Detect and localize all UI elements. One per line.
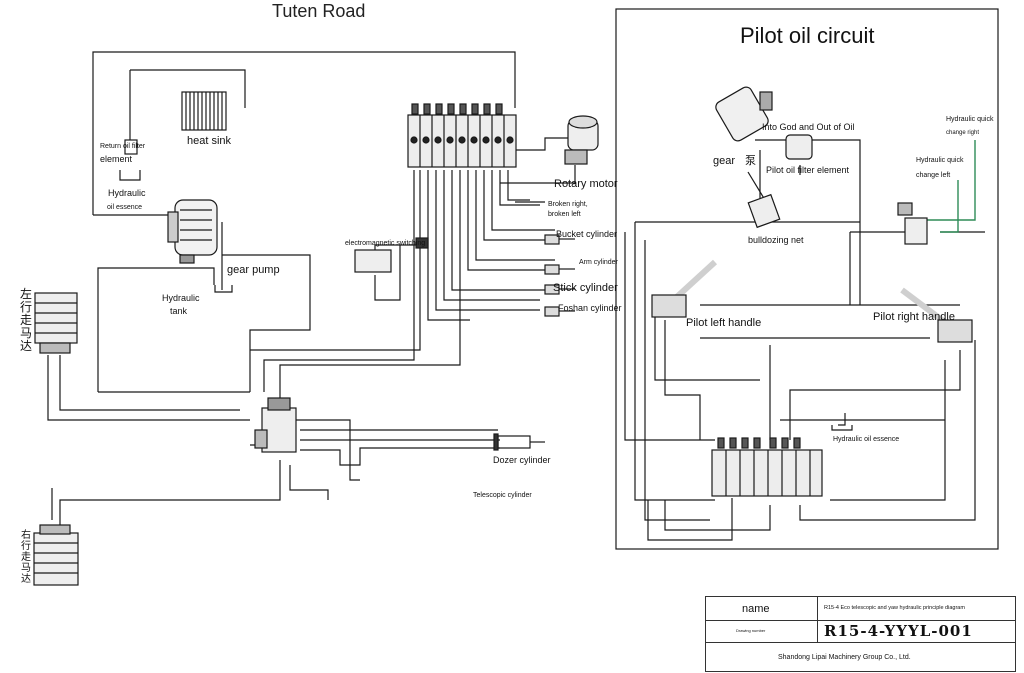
gear-pump-symbol <box>167 199 218 264</box>
cn-char: 达 <box>21 574 31 585</box>
oil-essence-label: oil essence <box>107 204 143 211</box>
right-travel-motor-symbol <box>33 524 79 586</box>
hydraulic-label: Hydraulic <box>108 188 146 198</box>
pilot-filter-label: Pilot oil filter element <box>766 165 850 175</box>
cn-char: 右 <box>21 530 31 541</box>
broken-right-label: Broken right, <box>548 201 588 208</box>
bulldozing-valve-symbol <box>747 171 781 229</box>
quick-change-right-label-1: Hydraulic quick <box>946 116 994 123</box>
cn-char: 达 <box>19 339 32 353</box>
pilot-left-handle-label: Pilot left handle <box>686 317 762 329</box>
rotary-motor-label: Rotary motor <box>554 178 618 190</box>
quick-change-right-label-2: change right <box>946 130 980 136</box>
title-block-drawing-name-cell: R15-4 Eco telescopic and yaw hydraulic p… <box>818 597 1015 621</box>
drawing-number: R15-4-YYYL-001 <box>824 622 973 640</box>
drawing-name: R15-4 Eco telescopic and yaw hydraulic p… <box>824 605 965 611</box>
pilot-circuit-lines <box>624 139 985 541</box>
main-valve-bank <box>407 103 517 168</box>
pilot-circuit-frame <box>615 8 999 550</box>
pump-cn-label: 泵 <box>745 154 756 167</box>
quick-change-left-label-1: Hydraulic quick <box>916 157 964 164</box>
main-circuit-lines <box>47 51 576 530</box>
cn-char: 走 <box>19 313 32 327</box>
pilot-valve-bank <box>711 437 823 497</box>
drawing-number-label: Drawing number <box>736 628 766 633</box>
gear-pump-label: gear pump <box>227 264 280 276</box>
pilot-oil-essence-label: Hydraulic oil essence <box>833 436 900 443</box>
title-block-name-cell: name <box>706 597 818 621</box>
pilot-tank-symbol <box>831 425 853 431</box>
company-name: Shandong Lipai Machinery Group Co., Ltd. <box>778 654 911 661</box>
pilot-filter-symbol <box>785 134 813 160</box>
element-label: element <box>100 154 133 164</box>
return-filter-label: Return oil filter <box>100 143 146 150</box>
bulldozing-net-label: bulldozing net <box>748 235 804 245</box>
dozer-telescopic-cylinders <box>493 433 545 451</box>
quick-change-valve-symbol <box>897 202 928 245</box>
arm-cylinder-label: Arm cylinder <box>579 259 618 266</box>
pilot-right-handle-symbol <box>900 287 973 343</box>
cn-char: 左 <box>19 287 32 301</box>
heat-sink-symbol <box>181 91 227 131</box>
right-travel-motor-cn-label: 右 行 走 马 达 <box>18 530 34 585</box>
electromagnetic-switching-label: electromagnetic switching <box>345 240 426 247</box>
tank-symbol <box>214 285 233 293</box>
electromagnetic-valve-symbol <box>354 237 429 273</box>
gear-label: gear <box>713 155 736 167</box>
cn-char: 行 <box>21 541 31 552</box>
center-swivel-joint <box>254 397 297 453</box>
into-god-label: Into God and Out of Oil <box>762 122 855 132</box>
name-label: name <box>742 603 770 615</box>
pilot-circuit-title: Pilot oil circuit <box>740 23 875 48</box>
stick-cylinder-label: Stick cylinder <box>553 282 618 294</box>
return-filter-symbol <box>119 139 141 181</box>
cn-char: 马 <box>19 326 32 340</box>
left-travel-motor-cn-label: 左 行 走 马 达 <box>18 288 34 353</box>
hydraulic-tank-label-1: Hydraulic <box>162 293 200 303</box>
pilot-left-handle-symbol <box>651 259 718 318</box>
cn-char: 马 <box>21 563 31 574</box>
telescopic-cylinder-label: Telescopic cylinder <box>473 492 532 499</box>
hydraulic-tank-label-2: tank <box>170 306 188 316</box>
pilot-right-handle-label: Pilot right handle <box>873 311 955 323</box>
main-circuit-title: Tuten Road <box>272 1 366 21</box>
quick-change-lines <box>925 140 976 233</box>
pilot-gear-pump-symbol <box>715 86 773 142</box>
bucket-cylinder-label: Bucket cylinder <box>556 229 618 239</box>
left-travel-motor-symbol <box>34 292 78 354</box>
rotary-motor-symbol <box>564 115 599 165</box>
foshan-cylinder-label: Foshan cylinder <box>558 303 622 313</box>
title-block: name R15-4 Eco telescopic and yaw hydrau… <box>705 596 1016 672</box>
work-cylinders <box>515 201 575 317</box>
cn-char: 行 <box>19 300 32 314</box>
quick-change-left-label-2: change left <box>916 172 951 179</box>
heat-sink-label: heat sink <box>187 135 232 147</box>
cn-char: 走 <box>21 552 31 563</box>
dozer-cylinder-label: Dozer cylinder <box>493 455 551 465</box>
broken-left-label: broken left <box>548 211 581 218</box>
title-block-number-cell: R15-4-YYYL-001 <box>818 621 1015 643</box>
title-block-number-label-cell: Drawing number <box>706 621 818 643</box>
